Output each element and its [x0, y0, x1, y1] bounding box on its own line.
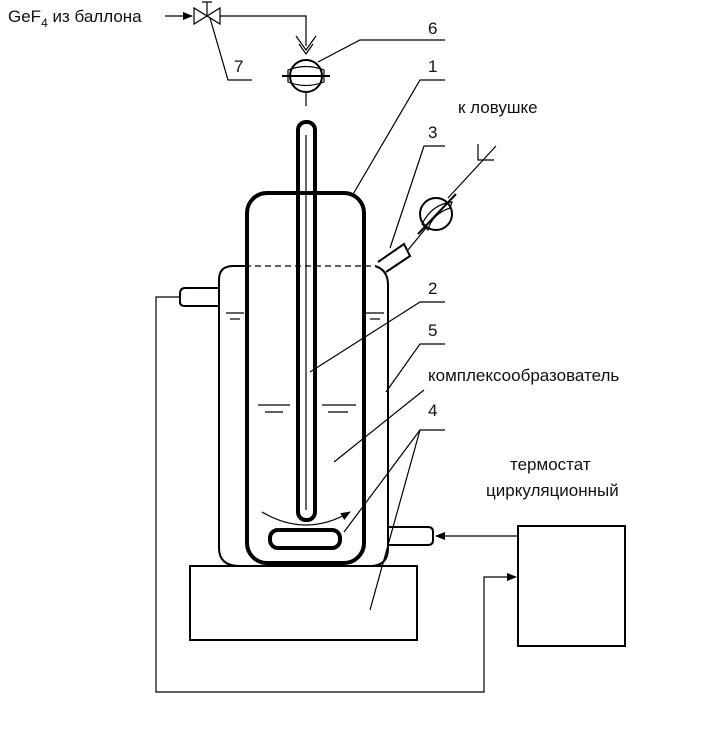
circulation-thermostat [517, 525, 626, 647]
magnetic-stirrer-base [189, 565, 418, 641]
callout-2-label: 2 [428, 279, 437, 298]
gas-inlet-line [165, 1, 317, 56]
gas-source-suffix: из баллона [48, 7, 142, 26]
to-trap-label: к ловушке [458, 98, 538, 117]
callout-2: 2 [309, 279, 445, 373]
gas-source-subscript: 4 [41, 16, 48, 30]
thermostat-label-line1: термостат [510, 455, 591, 474]
callout-3-label: 3 [428, 123, 437, 142]
complexing-agent-label: комплексообразователь [428, 366, 619, 385]
callout-6-label: 6 [428, 19, 437, 38]
complexing-agent-callout: комплексообразователь [333, 366, 619, 463]
gas-source-formula: GeF [8, 7, 41, 26]
valve-7-icon [193, 6, 221, 26]
callout-7: 7 [209, 17, 252, 81]
callout-5: 5 [385, 321, 445, 393]
dispenser-6: 6 [282, 19, 445, 106]
reactor-vessel-1 [245, 120, 366, 565]
callout-4-label: 4 [428, 401, 437, 420]
trap-line: к ловушке [407, 98, 538, 251]
callout-1: 1 [351, 57, 445, 197]
callout-3: 3 [389, 123, 445, 249]
gas-source-label: GeF4 из баллона [8, 7, 142, 30]
callout-1-label: 1 [428, 57, 437, 76]
callout-5-label: 5 [428, 321, 437, 340]
callout-7-label: 7 [234, 57, 243, 76]
thermostat-label-line2: циркуляционный [486, 481, 619, 500]
circulation-lines [155, 296, 518, 693]
callout-4: 4 [343, 401, 445, 611]
